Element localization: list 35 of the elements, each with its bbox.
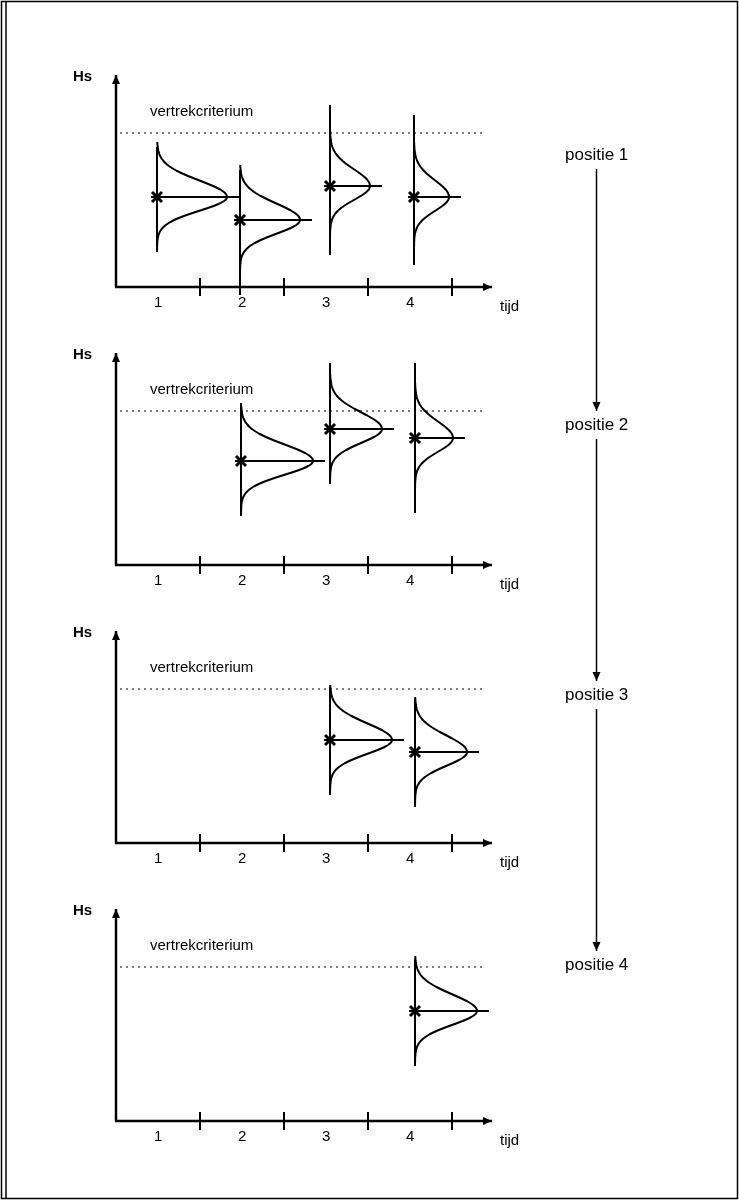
tick-label: 3 bbox=[322, 571, 331, 589]
threshold-label: vertrekcriterium bbox=[150, 102, 254, 120]
tick-label: 3 bbox=[322, 293, 331, 311]
arrow bbox=[592, 708, 601, 952]
tick-label: 2 bbox=[238, 1127, 247, 1145]
tick-label: 4 bbox=[406, 571, 415, 589]
arrow bbox=[592, 438, 601, 682]
threshold-label: vertrekcriterium bbox=[150, 380, 254, 398]
tick-label: 1 bbox=[154, 849, 163, 867]
threshold-label: vertrekcriterium bbox=[150, 658, 254, 676]
tick-label: 1 bbox=[154, 571, 163, 589]
axis-label: Hs bbox=[73, 67, 93, 85]
tick-label: 1 bbox=[154, 293, 163, 311]
tick-label: 4 bbox=[406, 1127, 415, 1145]
tick-label: 2 bbox=[238, 849, 247, 867]
position-label: positie 2 bbox=[565, 415, 629, 435]
position-label: positie 3 bbox=[565, 685, 629, 705]
axis-label: Hs bbox=[73, 901, 93, 919]
axis-label: Hs bbox=[73, 623, 93, 641]
tick-label: 1 bbox=[154, 1127, 163, 1145]
axis-label: tijd bbox=[500, 1131, 520, 1149]
axis-label: Hs bbox=[73, 345, 93, 363]
axis-label: tijd bbox=[500, 297, 520, 315]
threshold-label: vertrekcriterium bbox=[150, 936, 254, 954]
position-label: positie 4 bbox=[565, 955, 629, 975]
axis-label: tijd bbox=[500, 575, 520, 593]
arrow bbox=[592, 168, 601, 412]
tick-label: 4 bbox=[406, 293, 415, 311]
tick-label: 3 bbox=[322, 1127, 331, 1145]
tick-label: 2 bbox=[238, 293, 247, 311]
tick-label: 4 bbox=[406, 849, 415, 867]
position-label: positie 1 bbox=[565, 145, 629, 165]
tick-label: 2 bbox=[238, 571, 247, 589]
tick-label: 3 bbox=[322, 849, 331, 867]
axis-label: tijd bbox=[500, 853, 520, 871]
